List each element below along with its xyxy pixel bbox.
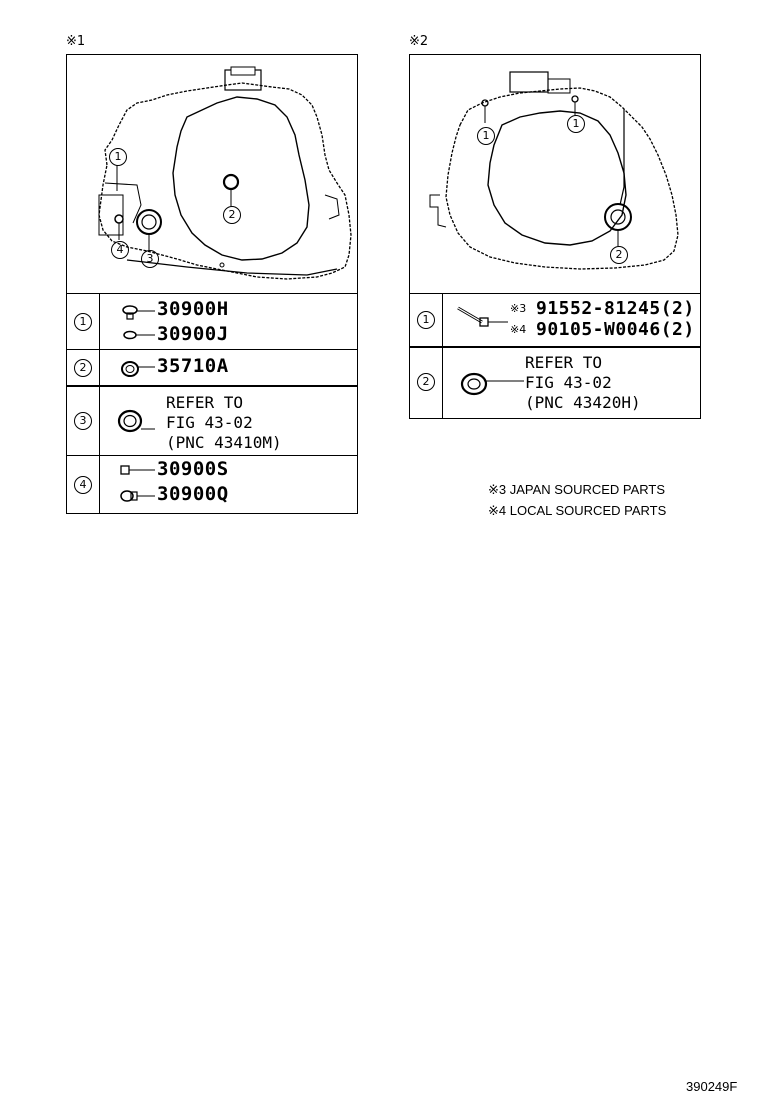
oil-seal-icon bbox=[117, 409, 155, 433]
callout-1b: 1 bbox=[567, 115, 585, 133]
row-number: 3 bbox=[74, 412, 92, 430]
panel1: 1 2 3 4 1 30900H 30900J 2 35710A 3 bbox=[66, 54, 358, 514]
parts-row-4: 4 30900S 30900Q bbox=[67, 455, 357, 513]
parts-row-3: 3 REFER TO FIG 43-02 (PNC 43410M) bbox=[67, 385, 357, 457]
part-number: 91552-81245(2) bbox=[536, 298, 695, 319]
bolt-icon bbox=[457, 306, 508, 327]
bolt-icon bbox=[122, 305, 155, 340]
refer-fig-link[interactable]: FIG 43-02 bbox=[525, 373, 612, 392]
row-number: 2 bbox=[417, 373, 435, 391]
parts-row-2: 2 35710A bbox=[67, 349, 357, 386]
parts-row-2: 2 REFER TO FIG 43-02 (PNC 43420H) bbox=[410, 346, 700, 419]
parts-row-1: 1 30900H 30900J bbox=[67, 293, 357, 350]
callout-1: 1 bbox=[109, 148, 127, 166]
note-japan-sourced: ※3 JAPAN SOURCED PARTS bbox=[488, 482, 666, 497]
part-number: 30900Q bbox=[157, 483, 229, 505]
refer-fig-link[interactable]: FIG 43-02 bbox=[166, 413, 253, 432]
part-number: 30900H bbox=[157, 298, 229, 320]
oil-seal-icon bbox=[121, 361, 155, 377]
part-number: 90105-W0046(2) bbox=[536, 319, 695, 340]
oil-seal-icon bbox=[460, 372, 524, 396]
callout-2: 2 bbox=[223, 206, 241, 224]
source-mark-local: ※4 bbox=[510, 323, 527, 336]
source-mark-japan: ※3 bbox=[510, 302, 527, 315]
part-number: 35710A bbox=[157, 355, 229, 377]
callout-2: 2 bbox=[610, 246, 628, 264]
panel2-label: ※2 bbox=[409, 34, 429, 49]
refer-pnc: (PNC 43420H) bbox=[525, 393, 641, 412]
figure-id: 390249F bbox=[686, 1079, 738, 1094]
row-number: 4 bbox=[74, 476, 92, 494]
row-number: 1 bbox=[74, 313, 92, 331]
parts-row-1: 1 ※3 ※4 91552-81245(2) 90105-W0046(2) bbox=[410, 293, 700, 347]
note-local-sourced: ※4 LOCAL SOURCED PARTS bbox=[488, 503, 667, 518]
callout-4: 4 bbox=[111, 241, 129, 259]
part-number: 30900J bbox=[157, 323, 229, 345]
refer-line: REFER TO bbox=[166, 393, 244, 412]
part-number: 30900S bbox=[157, 458, 229, 480]
panel1-label: ※1 bbox=[66, 34, 86, 49]
callout-1a: 1 bbox=[477, 127, 495, 145]
panel2: 1 1 2 1 ※3 ※4 91552-81245(2) 90105-W0046… bbox=[409, 54, 701, 419]
row-number: 1 bbox=[417, 311, 435, 329]
refer-line: REFER TO bbox=[525, 353, 603, 372]
refer-pnc: (PNC 43410M) bbox=[166, 433, 282, 452]
callout-3: 3 bbox=[141, 250, 159, 268]
transaxle-housing-illustration-2 bbox=[429, 71, 679, 270]
row-number: 2 bbox=[74, 359, 92, 377]
plug-icon bbox=[120, 465, 155, 502]
transaxle-housing-illustration-1 bbox=[98, 66, 352, 280]
